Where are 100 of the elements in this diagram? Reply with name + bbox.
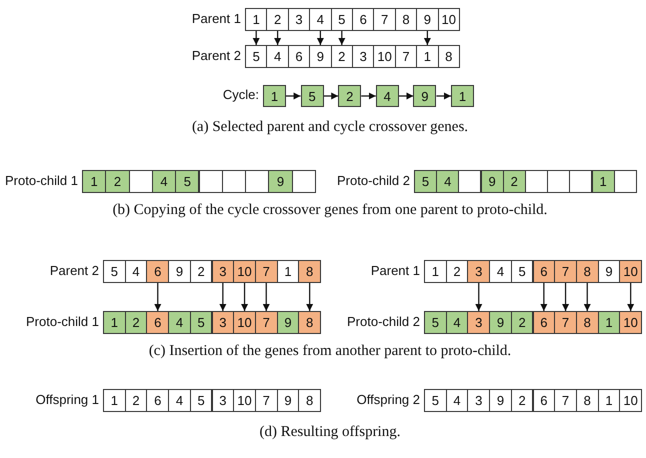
arrow [627, 283, 634, 311]
gene-cell: 7 [254, 260, 278, 283]
figure-caption: (d) Resulting offspring. [260, 424, 400, 441]
gene-cell: 4 [168, 311, 191, 334]
row-label: Proto-child 2 [347, 314, 420, 329]
gene-cell: 7 [373, 8, 396, 31]
gene-cell: 6 [146, 260, 170, 283]
arrow [562, 283, 570, 311]
arrow [338, 31, 346, 45]
gene-cell: 9 [598, 260, 620, 283]
figure-caption: (b) Copying of the cycle crossover genes from one parent to proto-child. [112, 202, 548, 219]
gene-cell: 8 [576, 311, 599, 334]
arrow [241, 283, 248, 311]
gene-cell: 8 [298, 260, 321, 283]
gene-cell: 8 [438, 45, 460, 68]
gene-cell: 4 [309, 8, 332, 31]
gene-cell: 1 [451, 85, 474, 107]
row-label: Parent 2 [192, 48, 241, 63]
gene-cell: 4 [436, 170, 460, 193]
gene-cell: 10 [619, 260, 642, 283]
arrow [540, 283, 548, 311]
gene-cell: 4 [152, 170, 176, 193]
gene-cell: 2 [502, 170, 526, 193]
gene-cell: 6 [532, 311, 556, 334]
gene-cell: 3 [212, 389, 234, 412]
gene-cell: 1 [245, 8, 268, 31]
gene-cell: 5 [300, 85, 324, 107]
arrow [306, 283, 314, 311]
row-label: Offspring 2 [356, 392, 420, 407]
gene-cell: 10 [233, 260, 256, 283]
gene-cell: 10 [373, 45, 396, 68]
row-label: Parent 1 [370, 263, 420, 278]
gene-cell: 5 [424, 311, 447, 334]
gene-cell: 6 [352, 8, 374, 31]
arrow [252, 31, 260, 45]
gene-cell: 2 [266, 8, 289, 31]
gene-cell: 9 [309, 45, 332, 68]
gene-cell: 2 [190, 260, 212, 283]
gene-cell: 3 [352, 45, 374, 68]
gene-cell: 5 [245, 45, 268, 68]
gene-cell: 10 [233, 389, 256, 412]
gene-cell: 10 [619, 311, 642, 334]
arrow [398, 92, 414, 100]
arrow [154, 283, 162, 311]
arrow [219, 283, 226, 311]
gene-cell: 7 [254, 389, 278, 412]
gene-cell: 1 [263, 85, 286, 107]
gene-cell: 5 [414, 170, 437, 193]
gene-cell: 9 [168, 260, 191, 283]
gene-cell: 9 [268, 170, 293, 193]
gene-cell: 4 [489, 260, 512, 283]
gene-cell: 1 [592, 170, 615, 193]
gene-cell: 6 [532, 260, 556, 283]
gene-cell: 1 [424, 260, 447, 283]
gene-cell: 6 [532, 389, 556, 412]
gene-cell: 2 [124, 311, 148, 334]
gene-cell: 7 [254, 311, 278, 334]
row-label: Cycle: [222, 87, 259, 102]
gene-cell: 2 [510, 311, 534, 334]
gene-cell: 5 [190, 311, 212, 334]
gene-cell: 3 [288, 8, 310, 31]
gene-cell: 7 [554, 311, 577, 334]
gene-cell: 3 [467, 260, 490, 283]
gene-cell: 10 [438, 8, 460, 31]
arrow [286, 92, 301, 100]
arrow [436, 92, 451, 100]
row-label: Proto-child 1 [5, 173, 78, 188]
gene-cell: 1 [598, 311, 620, 334]
gene-cell: 8 [298, 389, 321, 412]
gene-cell: 6 [288, 45, 310, 68]
gene-cell: 9 [489, 311, 512, 334]
arrow [361, 92, 376, 100]
gene-cell: 4 [266, 45, 289, 68]
gene-cell: 4 [446, 389, 468, 412]
arrow [262, 283, 270, 311]
gene-cell: 5 [190, 389, 212, 412]
gene-cell: 8 [394, 8, 418, 31]
row-label: Offspring 1 [36, 392, 99, 407]
gene-cell: 9 [413, 85, 436, 107]
gene-cell: 2 [446, 260, 468, 283]
gene-cell: 9 [276, 389, 300, 412]
row-label: Parent 2 [50, 263, 99, 278]
gene-cell: 1 [103, 311, 126, 334]
arrow [584, 283, 591, 311]
gene-cell: 7 [554, 260, 577, 283]
arrow [274, 31, 282, 45]
gene-cell: 5 [103, 260, 126, 283]
gene-cell: 7 [554, 389, 577, 412]
row-label: Proto-child 1 [26, 314, 99, 329]
figure-caption: (c) Insertion of the genes from another parent to proto-child. [148, 343, 512, 360]
gene-cell: 1 [82, 170, 106, 193]
arrow [324, 92, 338, 100]
gene-cell: 3 [212, 311, 234, 334]
gene-cell: 3 [467, 389, 490, 412]
gene-cell: 8 [576, 260, 599, 283]
gene-cell: 1 [276, 260, 300, 283]
gene-cell: 5 [330, 8, 353, 31]
gene-cell: 10 [619, 389, 642, 412]
row-label: Proto-child 2 [337, 173, 410, 188]
gene-cell: 8 [576, 389, 599, 412]
